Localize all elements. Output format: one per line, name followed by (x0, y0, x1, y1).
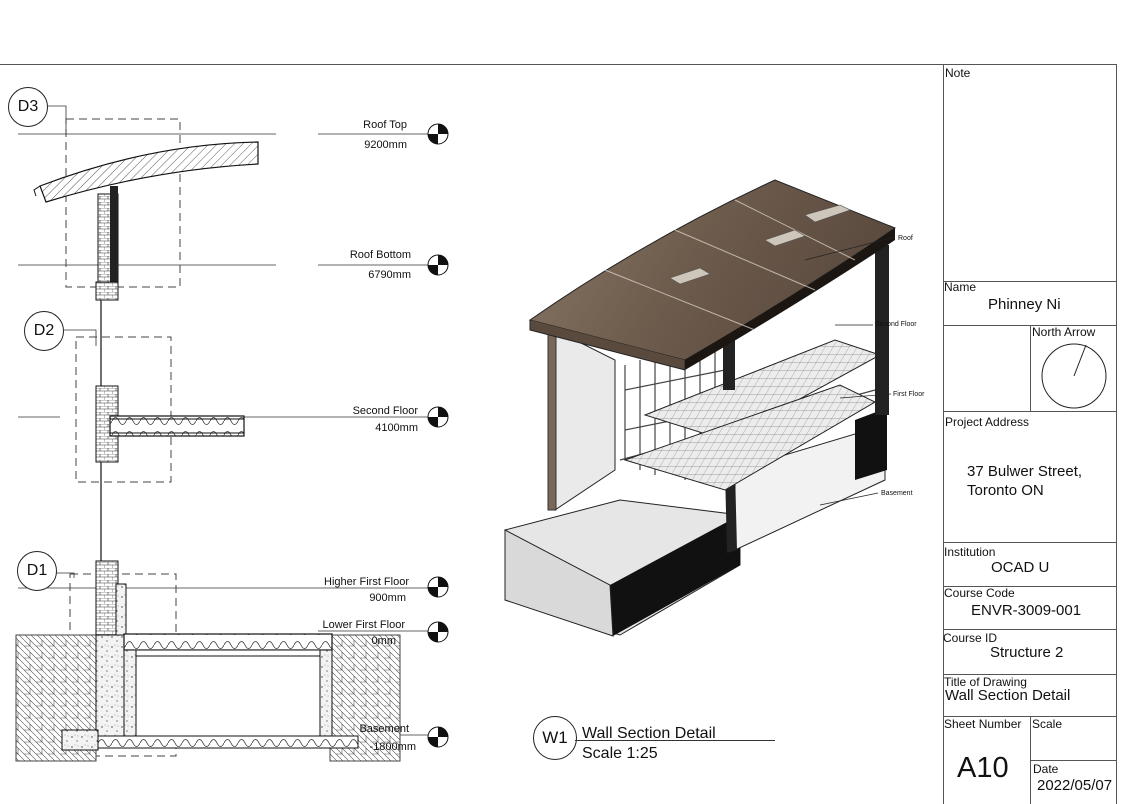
course-code-value: ENVR-3009-001 (971, 602, 1082, 619)
institution-label: Institution (944, 545, 996, 559)
level-target-icon (427, 726, 449, 748)
sheet-number-value: A10 (957, 752, 1009, 784)
level-target-icons (427, 123, 449, 748)
drawing-tag-w1: W1 (533, 716, 577, 760)
project-address-line2: Toronto ON (967, 482, 1044, 499)
iso-label-first-floor: First Floor (893, 391, 925, 398)
sheet-border (0, 64, 1117, 804)
level-target-icon (427, 576, 449, 598)
level-target-icon (427, 123, 449, 145)
level-target-icon (427, 254, 449, 276)
drawing-title-label: Title of Drawing (944, 675, 1027, 689)
drawing-tag-underline (575, 740, 775, 741)
date-value: 2022/05/07 (1037, 777, 1113, 794)
note-label: Note (945, 66, 971, 80)
level-elevation: 6790mm (368, 269, 411, 281)
level-name: Higher First Floor (324, 576, 409, 588)
level-elevation: 4100mm (375, 422, 418, 434)
iso-label-roof: Roof (898, 235, 913, 242)
course-id-value: Structure 2 (990, 644, 1064, 661)
project-address-line1: 37 Bulwer Street, (967, 463, 1083, 480)
level-name: Roof Top (363, 119, 407, 131)
level-elevation: -1800mm (369, 741, 416, 753)
detail-tag-d3: D3 (8, 87, 48, 127)
level-elevation: 0mm (371, 635, 396, 647)
institution-value: OCAD U (991, 559, 1050, 576)
course-code-label: Course Code (944, 586, 1015, 600)
level-name: Roof Bottom (349, 249, 411, 261)
sheet-number-label: Sheet Number (944, 717, 1022, 731)
level-elevation: 9200mm (364, 139, 407, 151)
level-name: Basement (359, 723, 409, 735)
drawing-title-value: Wall Section Detail (945, 687, 1071, 704)
north-arrow-label: North Arrow (1032, 325, 1096, 339)
detail-tag-d1: D1 (17, 551, 57, 591)
isometric-model (504, 179, 897, 637)
level-target-icon (427, 406, 449, 428)
drawing-title: Wall Section Detail (582, 725, 716, 742)
project-address-label: Project Address (945, 415, 1030, 429)
level-elevation: 900mm (369, 592, 406, 604)
title-block (943, 64, 1117, 804)
name-label: Name (944, 280, 977, 294)
iso-label-basement: Basement (881, 490, 913, 497)
level-name: Lower First Floor (322, 619, 405, 631)
level-target-icon (427, 621, 449, 643)
wall-section-drawing (15, 105, 430, 762)
north-arrow-icon (1041, 343, 1107, 409)
name-value: Phinney Ni (988, 296, 1061, 313)
scale-label: Scale (1032, 717, 1063, 731)
iso-label-second-floor: Second Floor (875, 321, 917, 328)
course-id-label: Course ID (943, 631, 998, 645)
detail-tag-d2: D2 (24, 311, 64, 351)
level-name: Second Floor (352, 405, 418, 417)
drawing-scale: Scale 1:25 (582, 745, 658, 762)
date-label: Date (1033, 762, 1059, 776)
